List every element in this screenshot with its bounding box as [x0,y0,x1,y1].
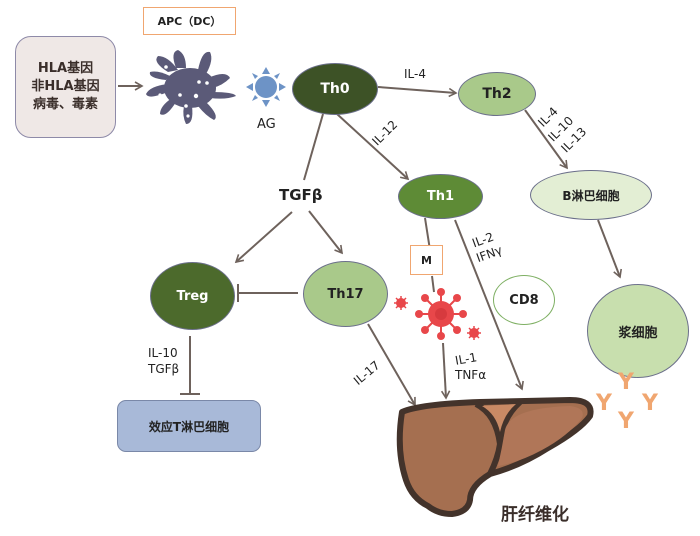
node-th2: Th2 [458,72,536,116]
apc-label: APC（DC） [157,15,222,28]
arrow-b-to-plasma [597,219,623,279]
line-m-to-virus [431,275,435,293]
antibody-icon: Y [618,409,634,434]
label-tgfb-treg: TGFβ [148,362,180,376]
arrow-virus-to-liver [440,342,451,400]
input-non-hla-genes: 非HLA基因 [31,79,100,94]
antigen-icon [246,67,286,107]
arrow-th2-to-b [524,109,568,170]
antibody-icon: Y [642,391,658,416]
node-th0: Th0 [292,63,378,115]
node-th1: Th1 [398,174,483,219]
liver-fibrosis-label: 肝纤维化 [501,505,569,525]
node-th0-label: Th0 [320,81,350,97]
node-treg: Treg [150,262,235,330]
line-th1-to-m [424,217,431,251]
inputs-box: HLA基因 非HLA基因 病毒、毒素 [15,36,116,138]
node-b-cell-label: B淋巴细胞 [562,188,620,203]
node-th17-label: Th17 [327,286,364,302]
line-th0-to-tgfb [303,113,324,181]
node-th2-label: Th2 [482,86,512,102]
label-il4-th0-th2: IL-4 [404,67,426,81]
node-cd8: CD8 [493,275,555,325]
node-treg-label: Treg [176,288,209,304]
input-hla-genes: HLA基因 [37,61,94,76]
node-cd8-label: CD8 [509,292,539,308]
virus-icon [394,288,481,340]
input-virus-toxins: 病毒、毒素 [32,97,98,112]
node-effector-t: 效应T淋巴细胞 [117,400,261,452]
ag-label: AG [257,117,276,132]
apc-label-box: APC（DC） [143,7,236,35]
label-tnfa: TNFα [455,368,487,382]
node-effector-t-label: 效应T淋巴细胞 [148,419,230,434]
dendritic-cell-icon [146,50,236,124]
arrow-th1-to-liver [454,219,524,391]
antibody-icon: Y [618,370,634,395]
arrow-tgfb-to-treg [234,211,293,264]
arrow-th17-to-liver [367,323,416,407]
label-tgfb: TGFβ [279,186,323,204]
liver-icon [396,397,594,517]
node-plasma-cell-label: 浆细胞 [618,325,658,341]
arrow-tgfb-to-th17 [308,210,343,255]
node-macrophage-label: M [421,253,432,267]
node-th1-label: Th1 [426,189,455,204]
node-th17: Th17 [303,261,388,327]
arrow-th0-to-th1 [336,113,410,181]
label-il10-treg: IL-10 [148,346,178,360]
node-plasma-cell: 浆细胞 [587,284,689,378]
node-b-cell: B淋巴细胞 [530,170,652,220]
node-macrophage: M [410,245,443,275]
antibody-icon: Y [596,391,612,416]
arrow-th0-to-th2 [377,86,458,98]
